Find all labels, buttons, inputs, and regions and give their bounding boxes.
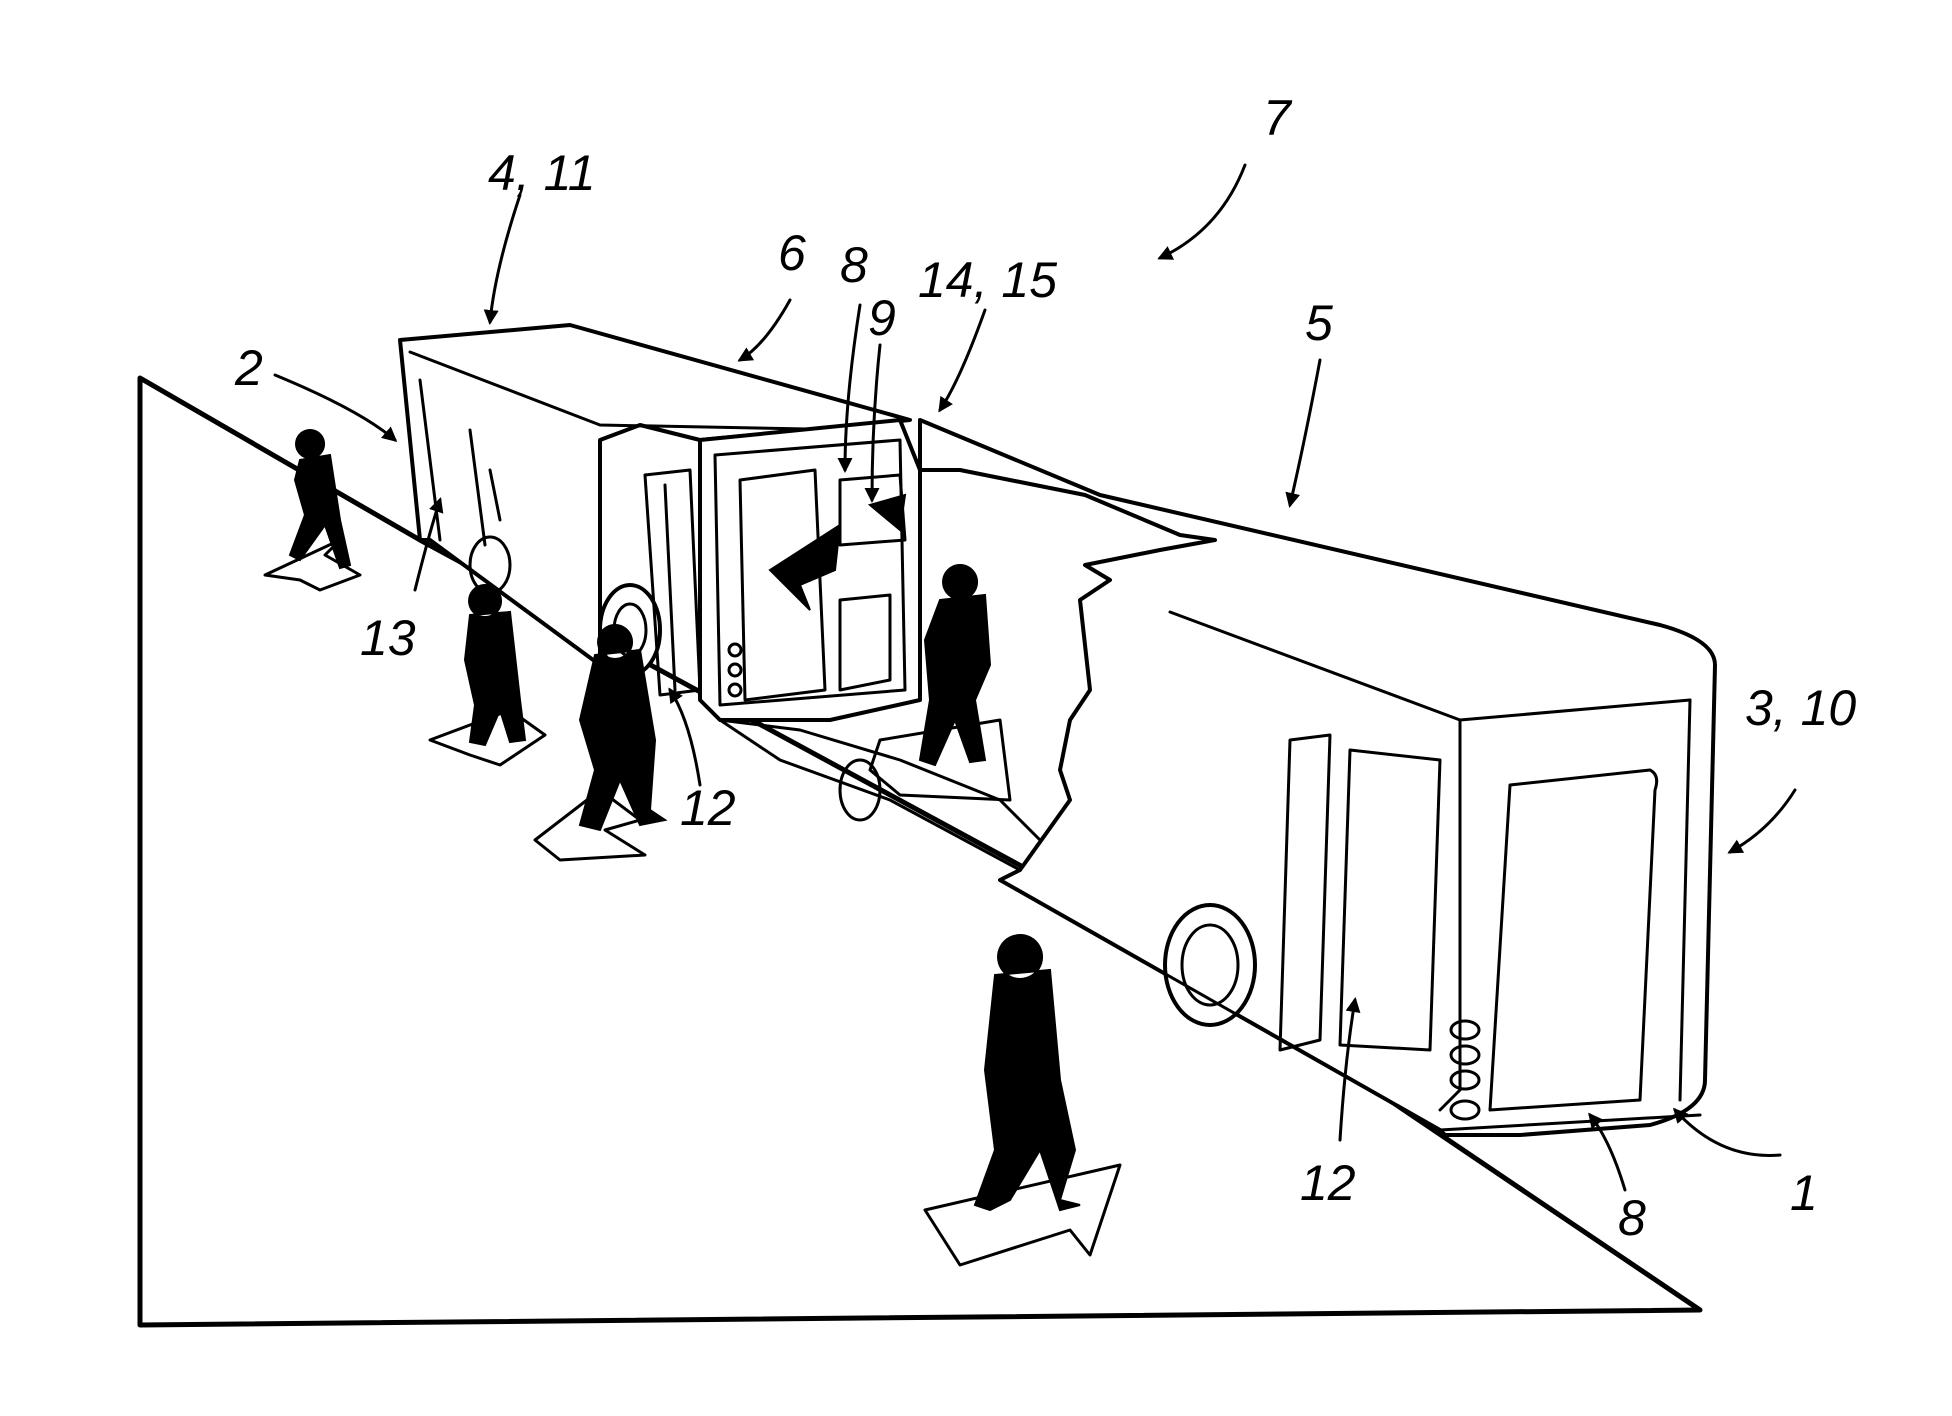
label-1: 1: [1790, 1165, 1818, 1221]
leader-arrow-5: [1290, 360, 1320, 505]
label-14-15: 14, 15: [918, 252, 1057, 308]
label-5: 5: [1305, 295, 1333, 351]
leader-arrow-4-11: [490, 195, 520, 322]
pedestrian: [975, 935, 1080, 1210]
label-8-bottom: 8: [1618, 1190, 1646, 1246]
middle-bus-module: [700, 420, 1050, 870]
label-12-right: 12: [1300, 1155, 1356, 1211]
label-2: 2: [234, 340, 263, 396]
label-6: 6: [778, 225, 806, 281]
pedestrian: [920, 565, 990, 765]
label-12-left: 12: [680, 780, 736, 836]
leader-arrow-14-15: [940, 310, 985, 410]
label-8-top: 8: [840, 237, 868, 293]
leader-arrow-6: [740, 300, 790, 360]
leader-arrow-3-10: [1730, 790, 1795, 852]
label-4-11: 4, 11: [488, 145, 596, 201]
leader-arrow-7: [1160, 165, 1245, 258]
leader-arrow-12-left: [670, 690, 700, 785]
pedestrian: [465, 585, 525, 745]
label-9: 9: [868, 290, 896, 346]
pedestrian: [290, 430, 350, 568]
label-13: 13: [360, 610, 416, 666]
label-7: 7: [1263, 90, 1293, 146]
label-3-10: 3, 10: [1745, 680, 1856, 736]
leader-arrow-2: [275, 375, 395, 440]
